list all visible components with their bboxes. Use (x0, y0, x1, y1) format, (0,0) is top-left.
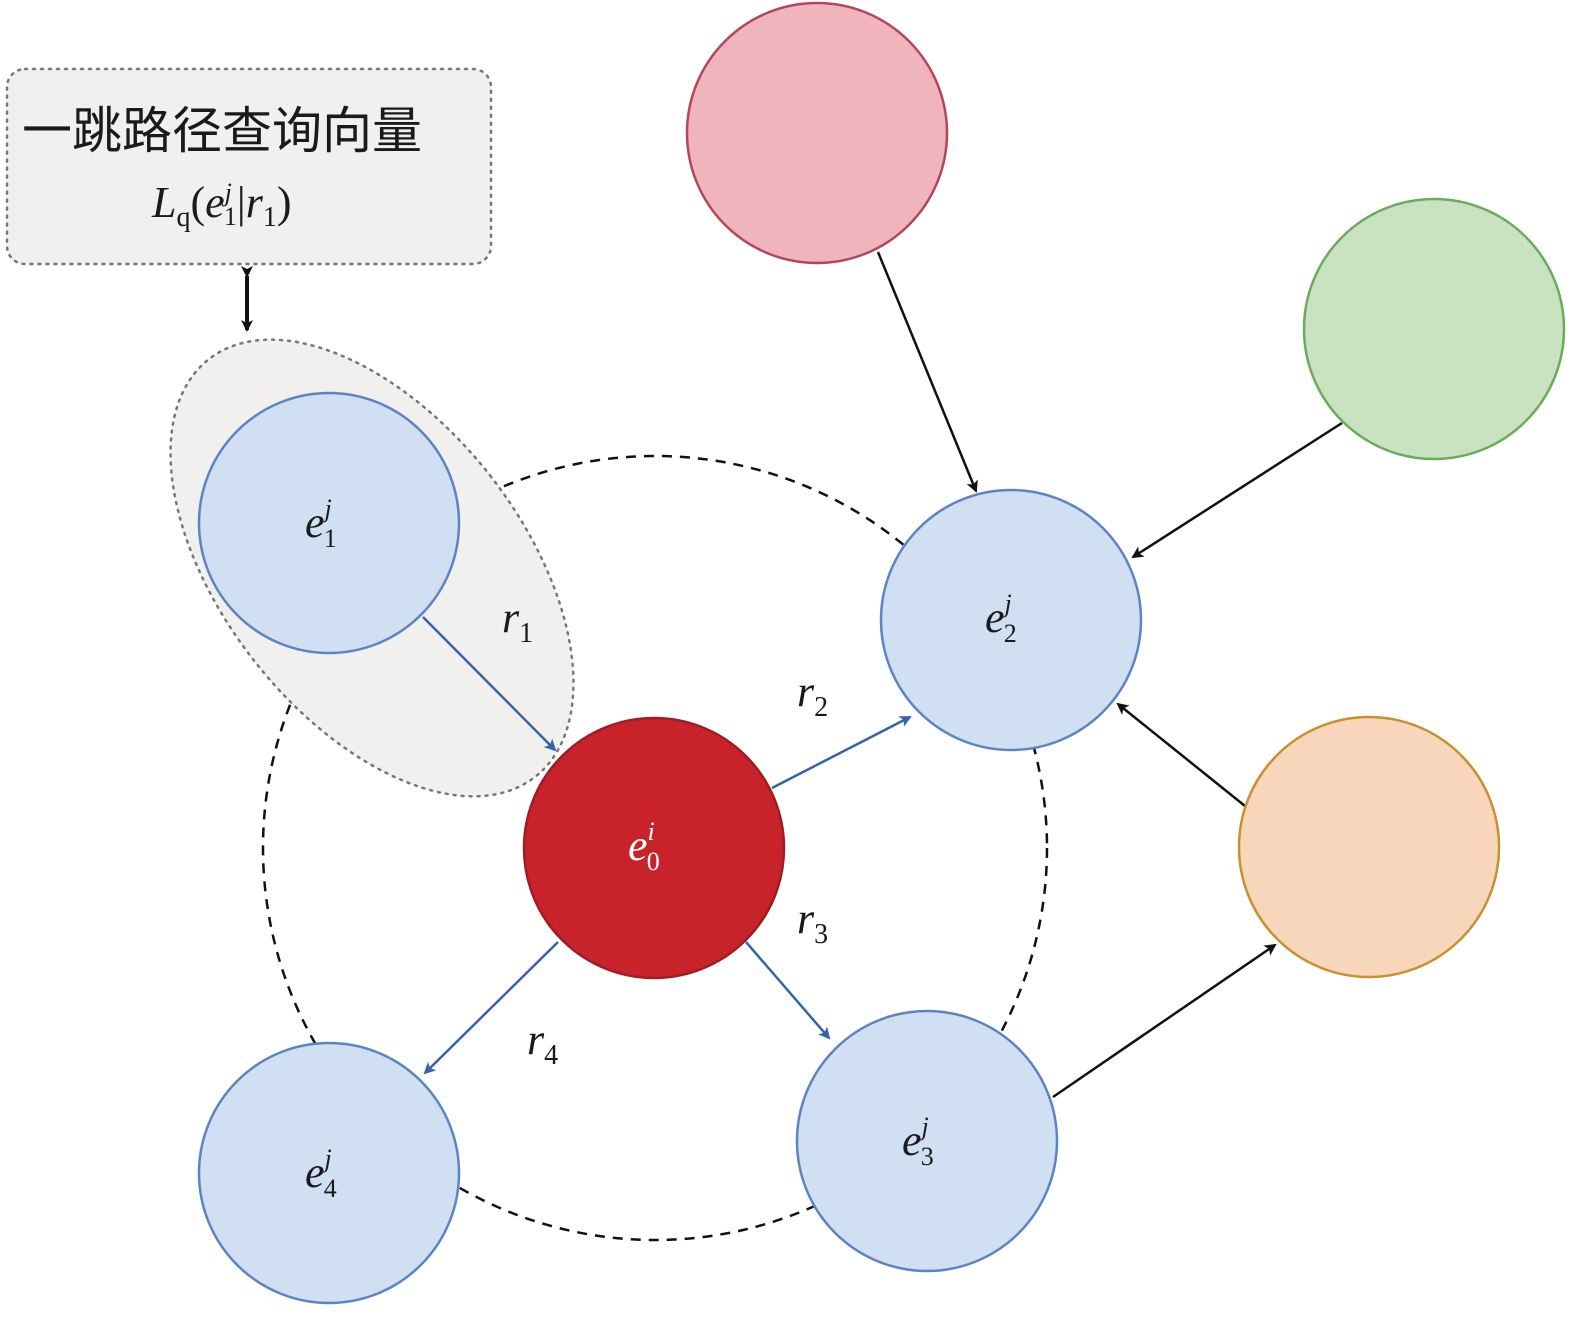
edge-r2-arrow (771, 715, 912, 790)
orange-node (1237, 715, 1501, 979)
edge-r2-label: r2 (797, 667, 828, 723)
neighborhood-ring (261, 454, 1049, 1242)
node-e0 (522, 716, 786, 980)
query-vector-box (5, 67, 493, 266)
green-node (1302, 197, 1566, 461)
green-to-e2-arrow (1131, 421, 1343, 559)
pink-to-e2-arrow (876, 251, 978, 493)
node-e4 (197, 1041, 461, 1305)
edge-r3-arrow (745, 941, 831, 1040)
node-e3 (795, 1009, 1059, 1273)
query-vector-title: 一跳路径查询向量 (22, 102, 422, 160)
edge-r1-arrow (422, 616, 557, 752)
edge-r4-arrow (423, 941, 559, 1075)
pink-node (685, 1, 949, 265)
edge-r4-label: r4 (527, 1015, 558, 1071)
e3-to-orange-arrow (1052, 943, 1277, 1099)
orange-to-e2-arrow (1116, 702, 1246, 807)
node-e2 (879, 488, 1143, 752)
node-e1 (197, 391, 461, 655)
edge-r1-label: r1 (502, 593, 533, 649)
edge-r3-label: r3 (797, 894, 828, 950)
